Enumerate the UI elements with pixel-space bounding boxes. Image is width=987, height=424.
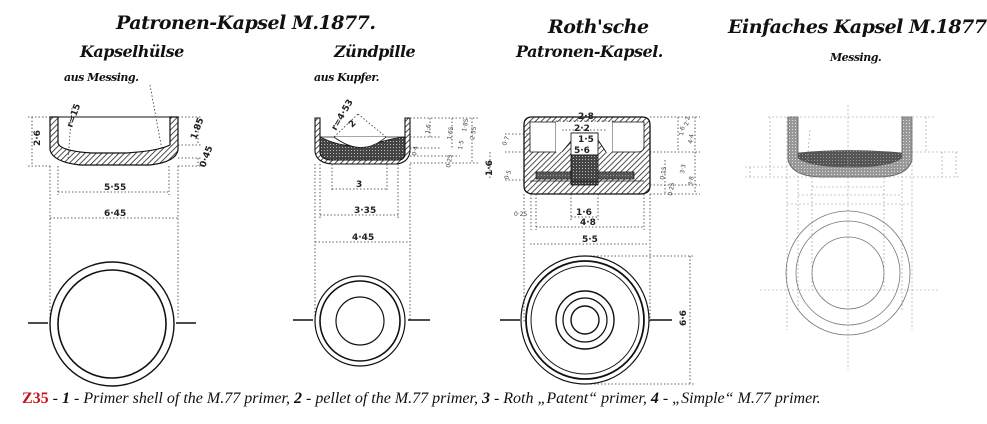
primer-shell-section: 2·6 r=15 1·85 0·45 5·55 6·45 xyxy=(28,84,215,320)
roth-primer-section: 2·8 2·2 1·5 5·6 0·7 1·6 0·5 0·25 1·6 4·8… xyxy=(485,112,700,385)
dim-label: 1·5 xyxy=(578,135,594,145)
caption-num: 1 xyxy=(62,390,70,407)
figure-id: Z35 xyxy=(22,390,49,407)
primer-pellet-plan xyxy=(293,275,430,367)
dim-label: 3 xyxy=(356,180,362,190)
dim-label: 5·6 xyxy=(574,146,590,156)
part-material-copper: aus Kupfer. xyxy=(314,71,380,84)
dim-label: 1·6 xyxy=(424,124,433,135)
dim-label: 3·8 xyxy=(687,176,696,187)
dim-label: 0·5 xyxy=(503,169,513,181)
caption-separator: - xyxy=(48,390,62,407)
caption-text: - Roth „Patent“ primer, xyxy=(489,390,651,407)
dim-label: 4·8 xyxy=(580,218,596,228)
dim-label: 3·35 xyxy=(354,206,376,216)
dim-label: 5·55 xyxy=(104,183,126,193)
dim-label: 1·85 xyxy=(461,118,470,133)
dim-label: 0·45 xyxy=(198,145,215,169)
dim-label: 2 xyxy=(347,119,359,131)
caption-text: - Primer shell of the M.77 primer, xyxy=(70,390,294,407)
dim-label: 2·6 xyxy=(33,130,43,146)
dim-label: 2·2 xyxy=(683,116,692,127)
caption-num: 2 xyxy=(293,390,302,407)
dim-label: 0·15 xyxy=(659,166,668,181)
primer-shell-plan xyxy=(28,261,196,387)
dim-label: 2·35 xyxy=(469,126,478,141)
caption-num: 4 xyxy=(650,390,659,407)
simple-primer-plan xyxy=(785,210,911,336)
dim-label: 2·8 xyxy=(578,112,594,122)
dim-label: 0·25 xyxy=(514,211,528,218)
dim-label: 1·6 xyxy=(485,160,495,176)
figure-material-einfaches: Messing. xyxy=(830,51,882,64)
simple-primer-section xyxy=(745,105,960,370)
dim-label: r=15 xyxy=(65,103,83,129)
figure-subtitle-roth: Patronen-Kapsel. xyxy=(516,42,663,61)
dim-label: 0·25 xyxy=(667,182,676,197)
caption-text: - pellet of the M.77 primer, xyxy=(301,390,482,407)
dim-label: 2·2 xyxy=(574,124,590,134)
caption-num: 3 xyxy=(481,390,490,407)
dim-label: 4·45 xyxy=(352,233,374,243)
figure-title-patronen-kapsel: Patronen-Kapsel M.1877. xyxy=(116,12,376,34)
part-subtitle-zuendpille: Zündpille xyxy=(334,42,416,61)
dim-label: 1·6 xyxy=(576,208,592,218)
dim-label: 1·6 xyxy=(678,126,687,137)
caption-text: - „Simple“ M.77 primer. xyxy=(658,390,821,407)
dim-label: 5·5 xyxy=(582,235,598,245)
part-subtitle-kapselhuelse: Kapselhülse xyxy=(80,42,184,61)
figure-caption: Z35 - 1 - Primer shell of the M.77 prime… xyxy=(22,390,821,408)
figure-title-einfaches: Einfaches Kapsel M.1877. xyxy=(728,16,987,38)
part-material-brass: aus Messing. xyxy=(64,71,139,84)
dim-label: 1·85 xyxy=(189,117,206,141)
dim-label: 1·5 xyxy=(457,140,466,151)
dim-label: 1·65 xyxy=(446,126,455,141)
dim-label: 0·4 xyxy=(411,146,420,157)
dim-label: 6·6 xyxy=(679,310,689,326)
dim-label: 0·7 xyxy=(501,135,511,147)
figure-title-roth: Roth'sche xyxy=(548,16,649,38)
dim-label: 0·25 xyxy=(445,154,454,169)
roth-primer-plan xyxy=(500,255,672,385)
dim-label: 6·45 xyxy=(104,209,126,219)
dim-label: 4·4 xyxy=(687,134,696,145)
dim-label: 3·3 xyxy=(679,164,688,175)
